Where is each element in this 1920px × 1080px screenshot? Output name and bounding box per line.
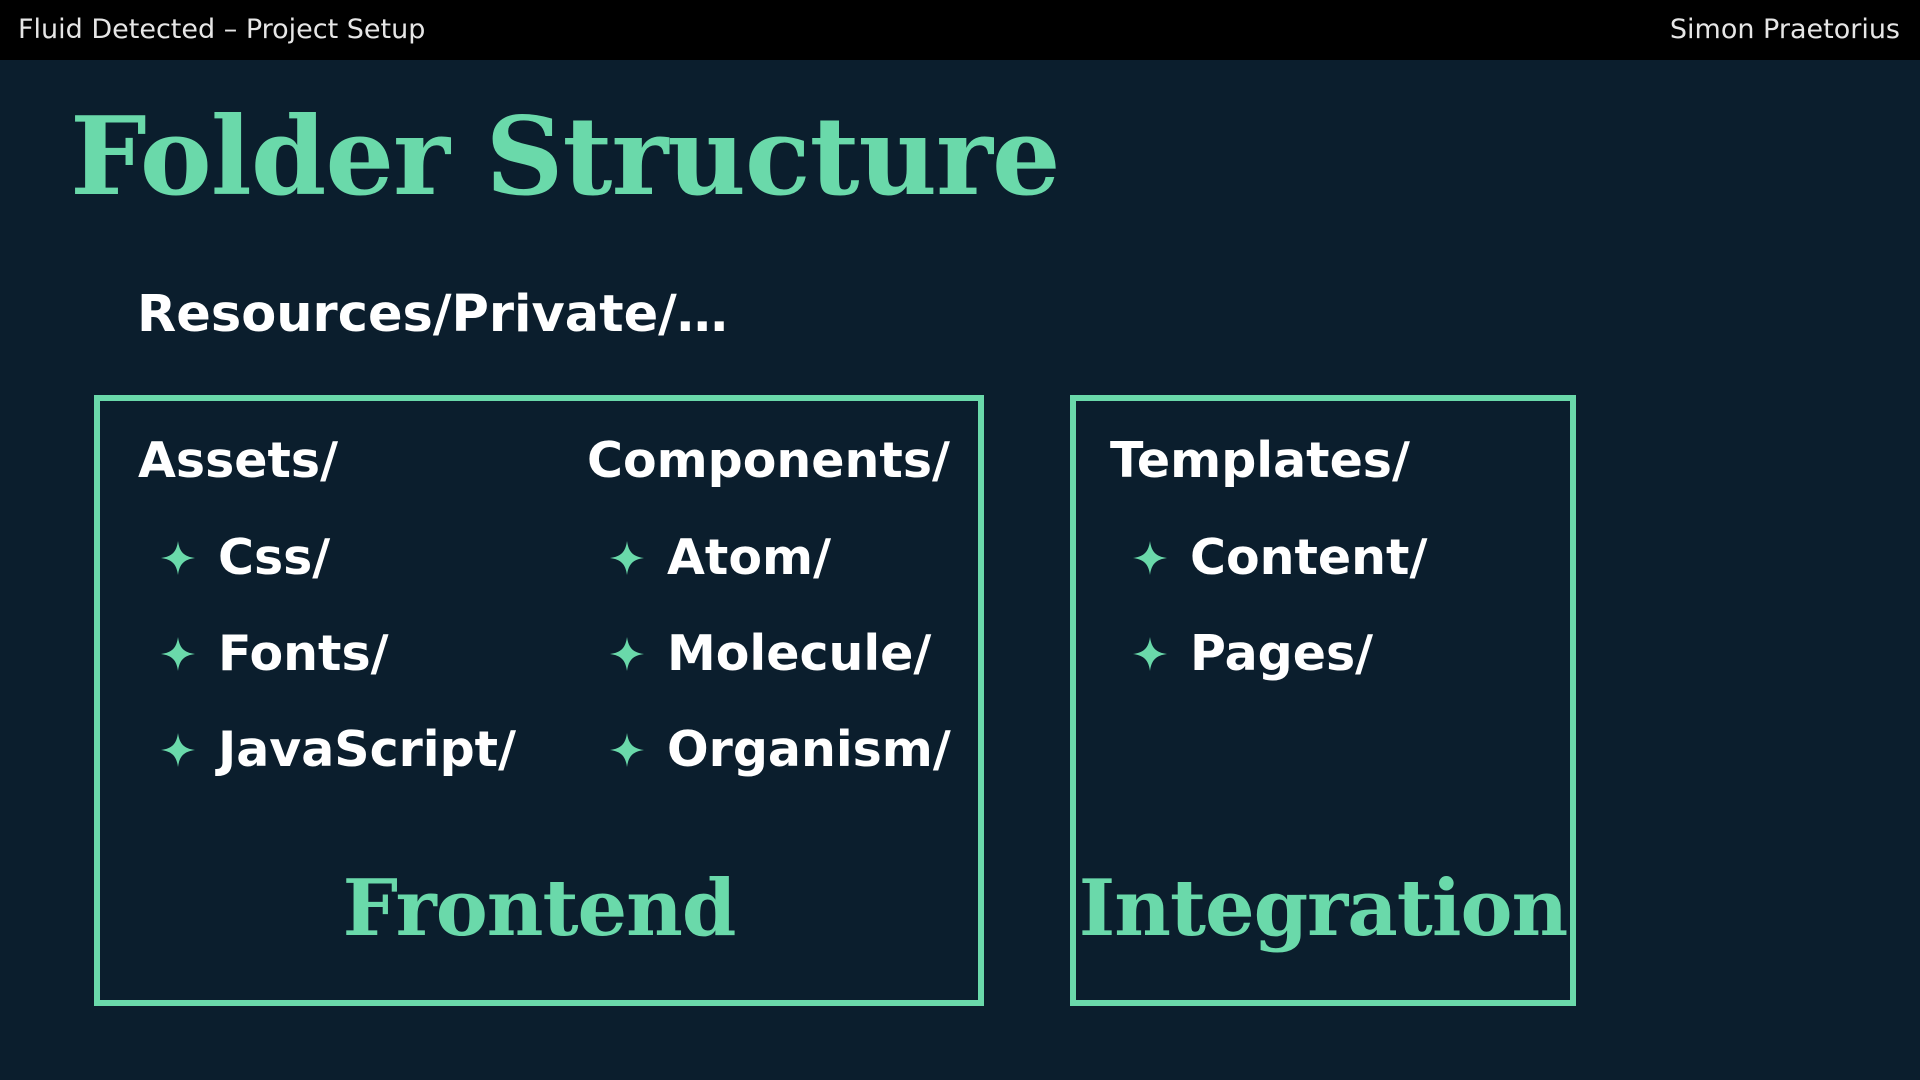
folder-javascript: JavaScript/ (218, 721, 516, 778)
integration-label: Integration (1078, 863, 1568, 954)
four-point-star-icon (609, 510, 645, 606)
folder-css: Css/ (218, 529, 331, 586)
components-list: Atom/ Molecule/ Organism/ (587, 510, 951, 798)
list-item: Content/ (1110, 510, 1427, 606)
presenter-name: Simon Praetorius (1669, 14, 1900, 45)
four-point-star-icon (160, 510, 196, 606)
folder-atom: Atom/ (667, 529, 831, 586)
components-column: Components/ Atom/ Molecule/ Organism/ (587, 431, 951, 798)
components-heading: Components/ (587, 432, 950, 489)
list-item: Atom/ (587, 510, 950, 606)
folder-content: Content/ (1190, 529, 1428, 586)
list-item: JavaScript/ (138, 702, 516, 798)
resources-path: Resources/Private/… (137, 285, 728, 344)
folder-molecule: Molecule/ (667, 625, 932, 682)
frontend-label: Frontend (342, 863, 737, 954)
templates-heading: Templates/ (1110, 432, 1410, 489)
folder-pages: Pages/ (1190, 625, 1374, 682)
slide-title: Folder Structure (70, 94, 1061, 220)
four-point-star-icon (1132, 606, 1168, 702)
list-item: Molecule/ (587, 606, 950, 702)
list-item: Fonts/ (138, 606, 389, 702)
four-point-star-icon (160, 702, 196, 798)
assets-heading: Assets/ (138, 432, 338, 489)
header-bar: Fluid Detected – Project Setup Simon Pra… (0, 0, 1920, 60)
presentation-title: Fluid Detected – Project Setup (18, 14, 426, 45)
list-item: Css/ (138, 510, 338, 606)
templates-list: Content/ Pages/ (1110, 510, 1427, 702)
folder-organism: Organism/ (667, 721, 951, 778)
list-item: Organism/ (587, 702, 951, 798)
four-point-star-icon (609, 606, 645, 702)
four-point-star-icon (609, 702, 645, 798)
four-point-star-icon (160, 606, 196, 702)
integration-box: Templates/ Content/ Pages/ Integration (1070, 395, 1576, 1006)
assets-column: Assets/ Css/ Fonts/ JavaScript/ (138, 431, 516, 798)
folder-fonts: Fonts/ (218, 625, 389, 682)
list-item: Pages/ (1110, 606, 1410, 702)
frontend-box: Assets/ Css/ Fonts/ JavaScript/ Componen… (94, 395, 984, 1006)
four-point-star-icon (1132, 510, 1168, 606)
templates-column: Templates/ Content/ Pages/ (1110, 431, 1427, 702)
assets-list: Css/ Fonts/ JavaScript/ (138, 510, 516, 798)
